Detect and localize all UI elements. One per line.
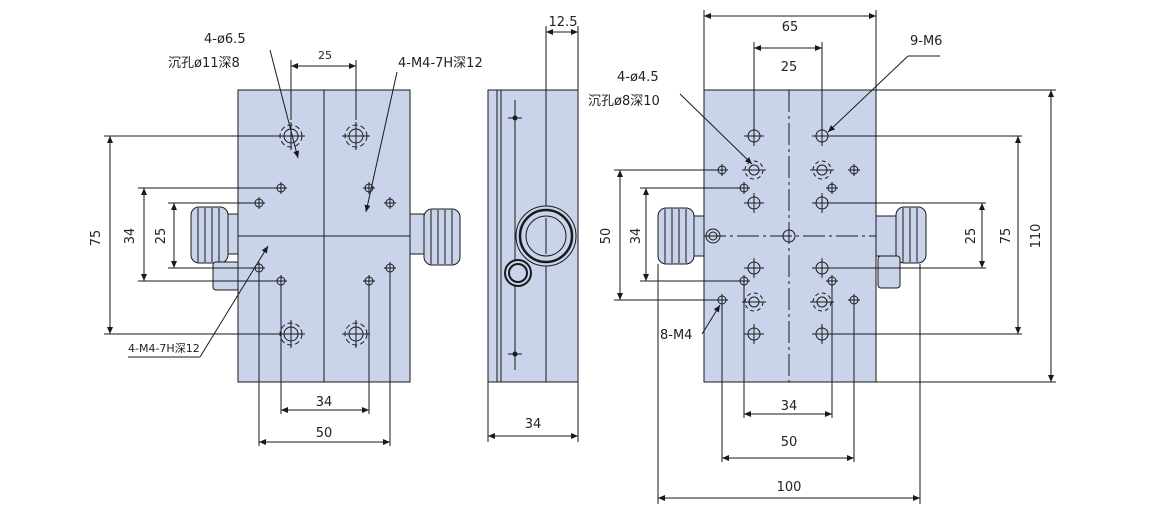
left-callout-thread-bottom: 4-M4-7H深12: [128, 342, 200, 355]
left-dim-75: 75: [89, 230, 104, 247]
left-callout-thread-top: 4-M4-7H深12: [398, 56, 483, 71]
left-dim-top-25: 25: [318, 49, 332, 62]
right-callout-m6: 9-M6: [910, 34, 942, 49]
right-dim-25-top: 25: [781, 60, 798, 75]
right-knob-right: [875, 206, 927, 289]
right-dim-65: 65: [782, 20, 799, 35]
side-dim-top: 12.5: [549, 15, 578, 30]
right-callout-hole: 4-ø4.5: [617, 70, 659, 85]
right-knob-left: [657, 207, 705, 265]
right-dim-34-bottom: 34: [781, 399, 798, 414]
left-view: [104, 49, 461, 446]
left-knob-right: [409, 208, 461, 266]
right-callout-counterbore: 沉孔ø8深10: [588, 94, 660, 109]
right-dim-50-left: 50: [599, 228, 614, 245]
left-thread-holes: [253, 182, 396, 287]
left-dim-bottom-34: 34: [316, 395, 333, 410]
right-callout-m4: 8-M4: [660, 328, 692, 343]
right-view-labels: 65 25 9-M6 4-ø4.5 沉孔ø8深10 50 34 25 75 11…: [588, 20, 1044, 495]
right-dim-25-right: 25: [964, 228, 979, 245]
right-m4-holes: [716, 164, 860, 306]
right-dim-50-bottom: 50: [781, 435, 798, 450]
left-dim-bottom-50: 50: [316, 426, 333, 441]
right-dim-110: 110: [1029, 224, 1044, 249]
right-dim-75-right: 75: [999, 228, 1014, 245]
left-callout-hole: 4-ø6.5: [204, 32, 246, 47]
left-dim-34: 34: [123, 228, 138, 245]
right-view: [614, 10, 1056, 504]
left-dim-25: 25: [154, 228, 169, 245]
right-dim-34-left: 34: [629, 228, 644, 245]
right-counterbore-holes: [742, 160, 834, 312]
left-callout-counterbore: 沉孔ø11深8: [168, 56, 240, 71]
side-view: [487, 26, 579, 442]
side-dim-bottom: 34: [525, 417, 542, 432]
left-knob-left: [190, 206, 241, 291]
right-m6-holes: [744, 126, 832, 344]
left-view-labels: 4-ø6.5 沉孔ø11深8 4-M4-7H深12 4-M4-7H深12 25 …: [89, 32, 483, 441]
right-dim-100: 100: [777, 480, 802, 495]
side-view-labels: 12.5 34: [525, 15, 578, 432]
